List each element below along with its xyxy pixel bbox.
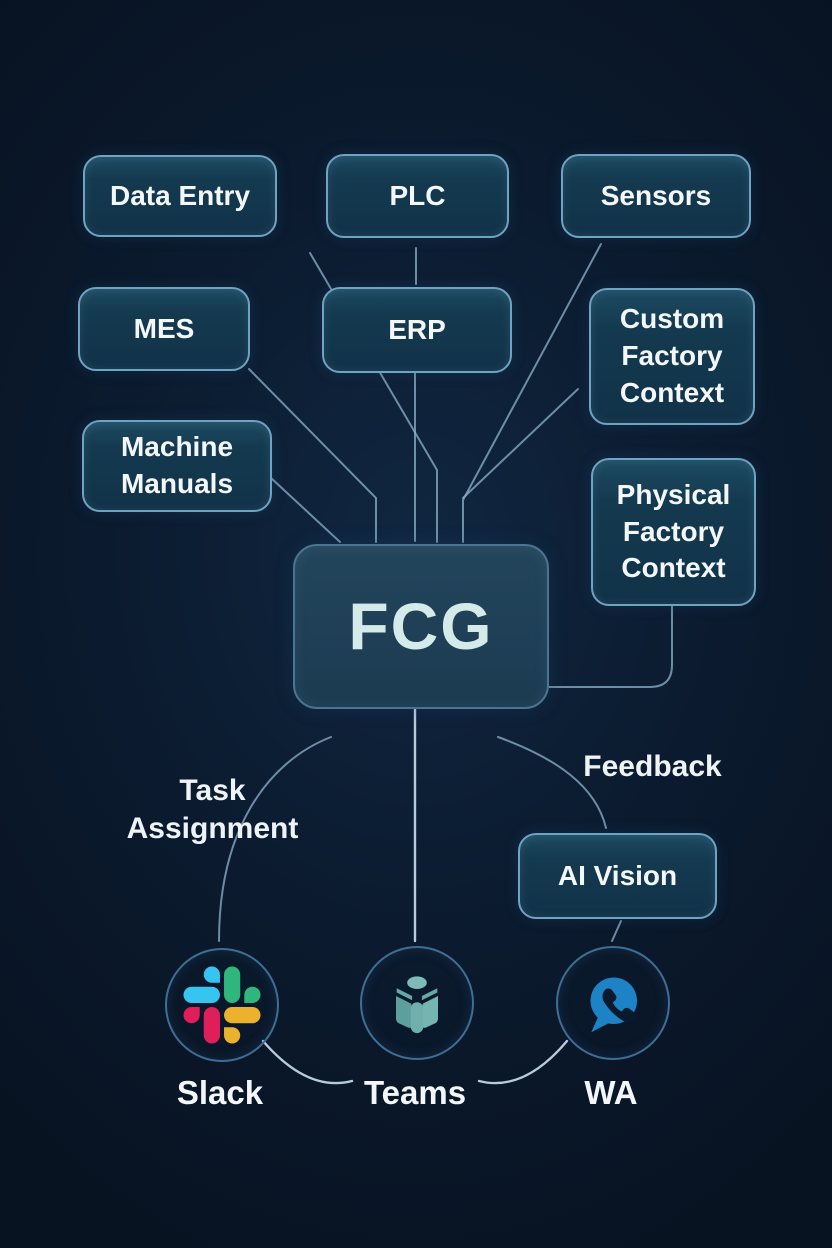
whatsapp-icon: [590, 977, 637, 1033]
node-label: Data Entry: [109, 179, 251, 211]
channel-label-teams: Teams: [363, 1074, 467, 1111]
edge-machine-manuals-fcg: [270, 477, 341, 543]
slack-icon: [183, 966, 261, 1044]
node-plc: PLC: [326, 154, 509, 238]
edge-label-task-assignment: Task Assignment: [126, 774, 299, 845]
node-erp: ERP: [322, 287, 512, 373]
node-label: Physical Factory Context: [616, 478, 731, 584]
edge-teams-wa-arc: [477, 1039, 569, 1085]
edge-ai-vision-wa: [611, 920, 622, 942]
node-fcg: FCG: [293, 544, 549, 709]
channel-label-wa: WA: [584, 1074, 638, 1111]
channel-teams: [360, 946, 474, 1060]
edge-fcg-ai-vision-feedback: [497, 736, 607, 829]
edge-mes-fcg: [248, 368, 377, 543]
edge-sensors-fcg: [462, 243, 602, 543]
edge-label-feedback: Feedback: [583, 750, 722, 783]
edge-fcg-physical-factory-context: [546, 603, 673, 688]
teams-cube-icon: [396, 976, 438, 1034]
node-data-entry: Data Entry: [83, 155, 277, 237]
channel-slack: [165, 948, 279, 1062]
channel-wa: [556, 946, 670, 1060]
node-label: PLC: [389, 179, 446, 211]
channel-label-slack: Slack: [176, 1074, 264, 1111]
node-machine-manuals: Machine Manuals: [82, 420, 272, 512]
node-custom-factory-context: Custom Factory Context: [589, 288, 755, 425]
edge-slack-teams-arc: [261, 1039, 354, 1085]
node-label: MES: [133, 312, 195, 344]
edge-custom-factory-context-fcg: [462, 388, 579, 499]
node-ai-vision: AI Vision: [518, 833, 717, 919]
node-label: AI Vision: [557, 859, 678, 891]
node-sensors: Sensors: [561, 154, 751, 238]
node-label: Sensors: [600, 179, 712, 211]
node-label: ERP: [388, 313, 446, 345]
node-physical-factory-context: Physical Factory Context: [591, 458, 756, 606]
edge-fcg-slack-task-assignment: [218, 736, 332, 942]
node-label: Custom Factory Context: [619, 303, 725, 408]
node-mes: MES: [78, 287, 250, 371]
node-label: Machine Manuals: [120, 431, 234, 499]
fcg-label: FCG: [348, 588, 494, 663]
